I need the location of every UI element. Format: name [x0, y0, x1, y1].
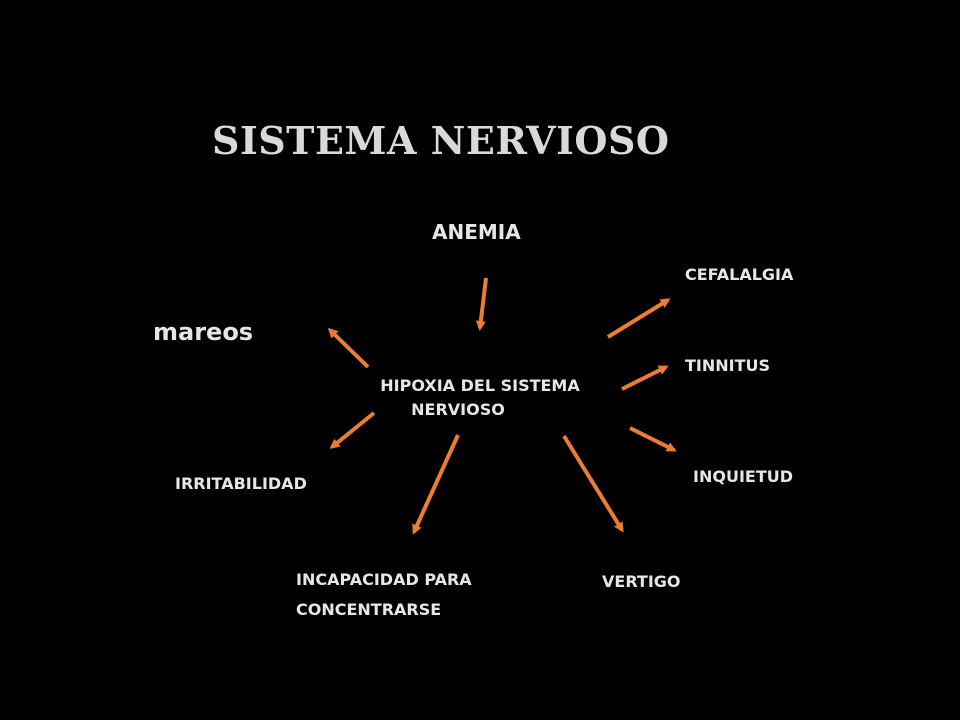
- effect-label-mareos: mareos: [153, 318, 254, 346]
- slide-title: SISTEMA NERVIOSO: [212, 118, 670, 163]
- arrow-anemia-to-hipoxia: [475, 277, 488, 331]
- effect-label-cefalalgia: CEFALALGIA: [685, 265, 794, 284]
- arrow-to-irritabilidad: [329, 411, 376, 449]
- center-label-line2: NERVIOSO: [411, 400, 505, 419]
- arrow-to-mareos: [327, 327, 370, 369]
- arrow-to-incapacidad: [412, 434, 460, 535]
- effect-label-vertigo: VERTIGO: [602, 572, 681, 591]
- cause-label-anemia: ANEMIA: [432, 220, 521, 244]
- center-label-line1: HIPOXIA DEL SISTEMA: [380, 376, 580, 395]
- effect-label-tinnitus: TINNITUS: [685, 356, 771, 375]
- arrow-to-tinnitus: [621, 365, 669, 391]
- effect-label-incapacidad-line2: CONCENTRARSE: [296, 600, 442, 619]
- arrow-to-vertigo: [562, 434, 624, 533]
- arrow-to-cefalalgia: [606, 298, 671, 339]
- center-label-hipoxia: HIPOXIA DEL SISTEMA NERVIOSO: [368, 374, 592, 422]
- effect-label-irritabilidad: IRRITABILIDAD: [175, 474, 307, 493]
- effect-label-inquietud: INQUIETUD: [693, 467, 794, 486]
- effect-label-incapacidad: INCAPACIDAD PARA CONCENTRARSE: [296, 565, 472, 625]
- effect-label-incapacidad-line1: INCAPACIDAD PARA: [296, 570, 472, 589]
- arrow-to-inquietud: [629, 426, 677, 452]
